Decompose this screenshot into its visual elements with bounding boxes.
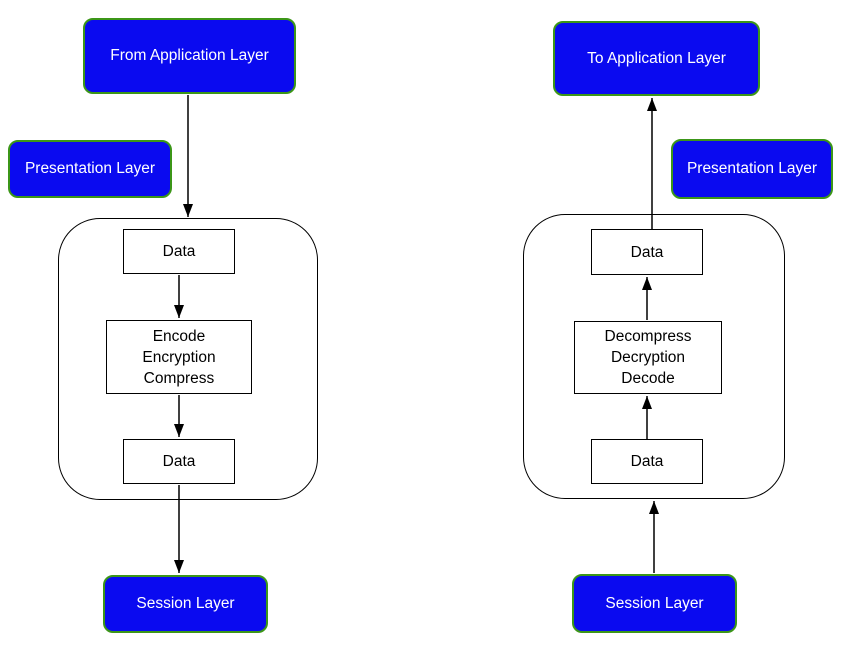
node-session-layer-right: Session Layer [572, 574, 737, 633]
process-line-decryption: Decryption [610, 349, 686, 366]
presentation-process-container-left [58, 218, 318, 500]
node-to-application-layer: To Application Layer [553, 21, 760, 96]
presentation-process-container-right [523, 214, 785, 499]
process-line-encode: Encode [152, 327, 206, 345]
node-from-application-layer: From Application Layer [83, 18, 296, 94]
process-line-decode: Decode [621, 370, 675, 387]
data-box-top-left: Data [123, 229, 235, 274]
process-line-compress: Compress [143, 369, 215, 387]
node-session-layer-left: Session Layer [103, 575, 268, 633]
process-line-decompress: Decompress [604, 328, 692, 345]
data-box-top-right: Data [591, 229, 703, 275]
node-presentation-layer-right: Presentation Layer [671, 139, 833, 199]
decompress-decryption-decode-box: Decompress Decryption Decode [574, 321, 722, 394]
process-line-encryption: Encryption [142, 348, 216, 366]
data-box-bottom-left: Data [123, 439, 235, 484]
encode-encryption-compress-box: Encode Encryption Compress [106, 320, 252, 394]
data-box-bottom-right: Data [591, 439, 703, 484]
node-presentation-layer-left: Presentation Layer [8, 140, 172, 198]
